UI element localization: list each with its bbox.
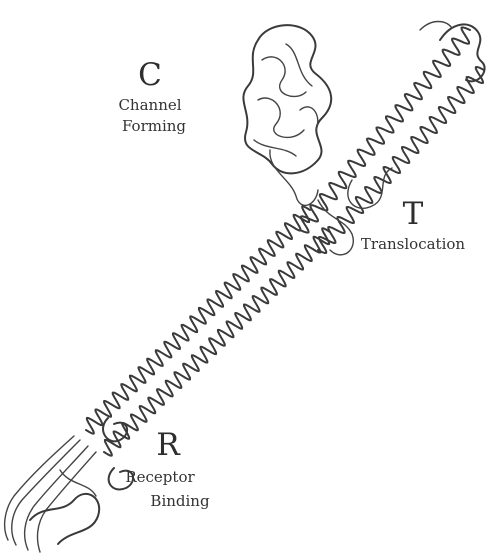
label-c-line-1: Channel <box>118 96 181 114</box>
ribbon-structure <box>5 22 485 553</box>
label-c-letter: C <box>138 57 162 93</box>
label-r-line-1: Receptor <box>125 468 195 486</box>
label-receptor-binding: R Receptor Binding <box>125 427 210 510</box>
channel-forming-domain-ribbon <box>243 25 331 205</box>
label-r-line-2: Binding <box>150 492 210 510</box>
receptor-binding-domain-ribbon <box>5 418 133 552</box>
label-c-line-2: Forming <box>122 117 186 135</box>
label-translocation: T Translocation <box>361 196 466 253</box>
label-channel-forming: C Channel Forming <box>118 57 186 135</box>
label-t-line-1: Translocation <box>361 235 466 253</box>
translocation-top-loops <box>318 22 485 255</box>
label-r-letter: R <box>156 427 181 463</box>
label-t-letter: T <box>403 196 424 232</box>
